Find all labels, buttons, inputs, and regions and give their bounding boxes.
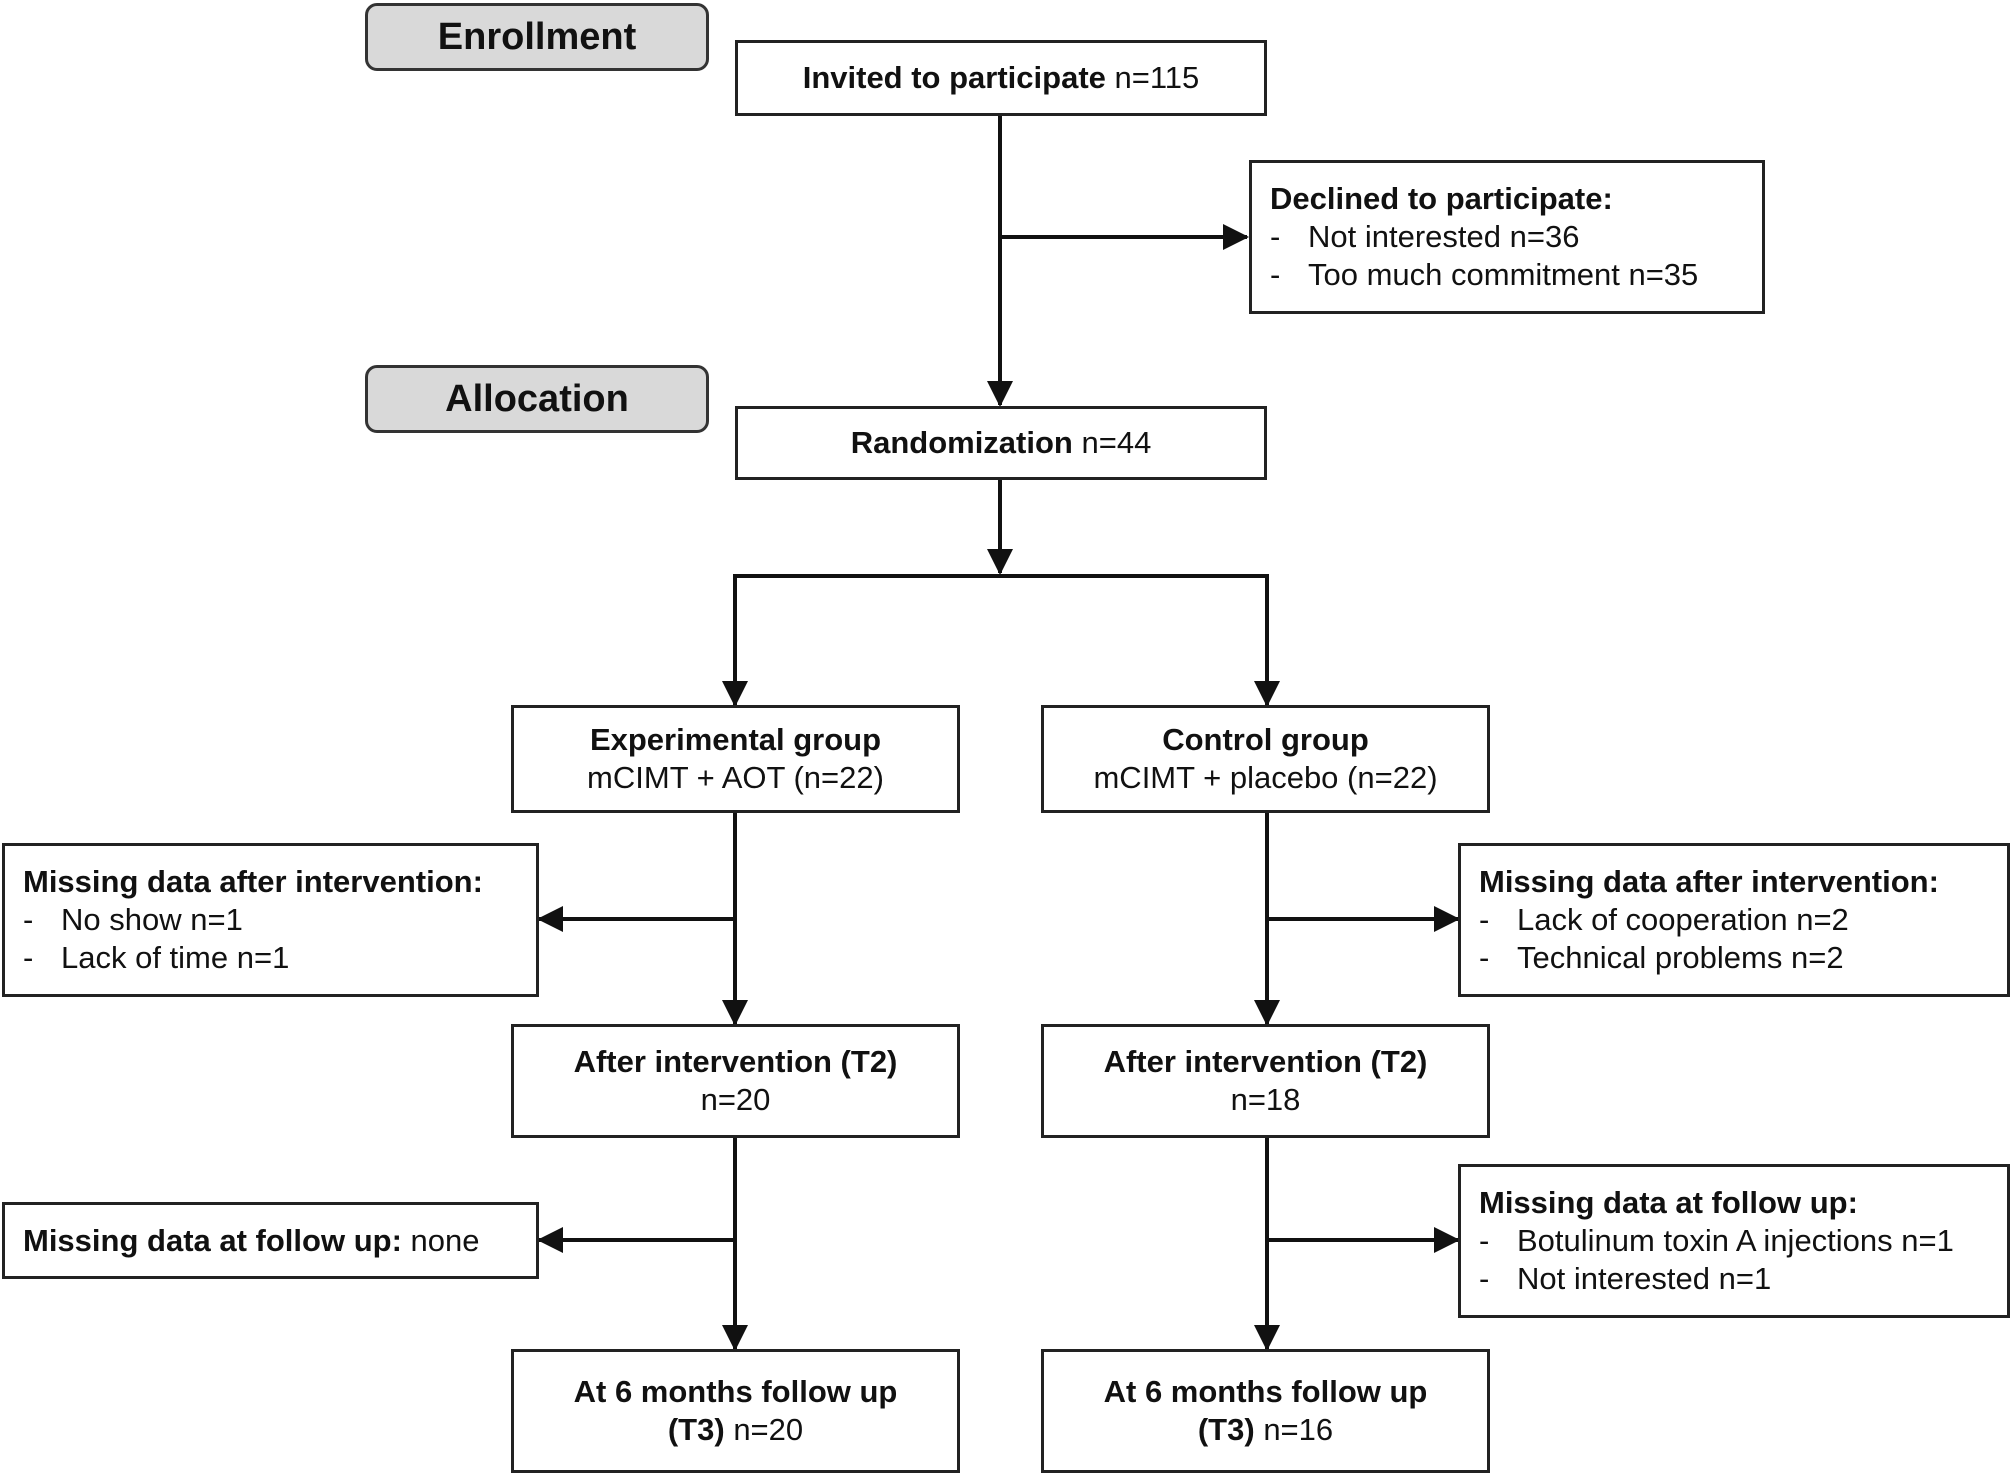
declined-item-n: n=36 (1509, 219, 1580, 254)
experimental-group-title: Experimental group (589, 722, 882, 757)
experimental-group-detail: mCIMT + AOT (n=22) (587, 760, 884, 795)
missing-item-n: n=1 (236, 940, 290, 975)
randomization-n: n=44 (1081, 425, 1152, 460)
experimental-t3-title: At 6 months follow up (573, 1374, 898, 1409)
bullet-dash: - (1479, 940, 1490, 975)
bullet-dash: - (1479, 1223, 1490, 1258)
missing-item-label: No show (61, 902, 182, 937)
randomization-label: Randomization (850, 425, 1073, 460)
bullet-dash: - (23, 940, 34, 975)
control-t2-title: After intervention (T2) (1103, 1044, 1428, 1079)
split-line (733, 574, 1269, 705)
experimental-t2-box: After intervention (T2) n=20 (511, 1024, 960, 1138)
bullet-dash: - (23, 902, 34, 937)
declined-item-label: Too much commitment (1308, 257, 1620, 292)
bullet-dash: - (1479, 902, 1490, 937)
invited-label: Invited to participate (802, 60, 1106, 95)
missing-item: - Lack of time n=1 (23, 939, 536, 977)
missing-item: - Not interested n=1 (1479, 1260, 2007, 1298)
experimental-group-box: Experimental group mCIMT + AOT (n=22) (511, 705, 960, 813)
stage-enrollment: Enrollment (365, 3, 709, 71)
control-missing-follow-box: Missing data at follow up: - Botulinum t… (1458, 1164, 2010, 1318)
experimental-missing-follow-value: none (410, 1222, 480, 1258)
declined-title: Declined to participate: (1270, 181, 1613, 216)
declined-box: Declined to participate: - Not intereste… (1249, 160, 1765, 314)
control-group-box: Control group mCIMT + placebo (n=22) (1041, 705, 1490, 813)
missing-item-n: n=1 (1901, 1223, 1954, 1258)
control-t3-box: At 6 months follow up (T3) n=16 (1041, 1349, 1490, 1473)
experimental-t3-sub: (T3) (667, 1412, 725, 1447)
invited-box: Invited to participate n=115 (735, 40, 1267, 116)
declined-item-label: Not interested (1308, 219, 1501, 254)
experimental-missing-follow-box: Missing data at follow up: none (2, 1202, 539, 1279)
missing-item-label: Technical problems (1517, 940, 1783, 975)
stage-enrollment-label: Enrollment (437, 15, 637, 58)
stage-allocation-label: Allocation (445, 377, 629, 420)
missing-item: - Lack of cooperation n=2 (1479, 901, 2007, 939)
experimental-t3-box: At 6 months follow up (T3) n=20 (511, 1349, 960, 1473)
missing-item-n: n=1 (190, 902, 243, 937)
bullet-dash: - (1270, 219, 1281, 254)
control-t2-n: n=18 (1230, 1082, 1301, 1117)
control-t2-box: After intervention (T2) n=18 (1041, 1024, 1490, 1138)
experimental-t3-n: n=20 (733, 1412, 804, 1447)
control-group-title: Control group (1162, 722, 1369, 757)
stage-allocation: Allocation (365, 365, 709, 433)
control-missing-after-box: Missing data after intervention: - Lack … (1458, 843, 2010, 997)
experimental-missing-follow-title: Missing data at follow up: (23, 1222, 402, 1258)
control-missing-follow-title: Missing data at follow up: (1479, 1185, 1858, 1220)
missing-item: - Botulinum toxin A injections n=1 (1479, 1222, 2007, 1260)
missing-item-label: Not interested (1517, 1261, 1710, 1296)
missing-item: - No show n=1 (23, 901, 536, 939)
declined-item: - Not interested n=36 (1270, 218, 1762, 256)
control-t3-title: At 6 months follow up (1103, 1374, 1428, 1409)
experimental-t2-title: After intervention (T2) (573, 1044, 898, 1079)
control-missing-after-title: Missing data after intervention: (1479, 864, 1939, 899)
experimental-t2-n: n=20 (700, 1082, 771, 1117)
bullet-dash: - (1479, 1261, 1490, 1296)
missing-item-label: Botulinum toxin A injections (1517, 1223, 1893, 1258)
randomization-box: Randomization n=44 (735, 406, 1267, 480)
missing-item-label: Lack of cooperation (1517, 902, 1788, 937)
missing-item-n: n=2 (1796, 902, 1849, 937)
control-t3-sub: (T3) (1197, 1412, 1255, 1447)
bullet-dash: - (1270, 257, 1281, 292)
invited-n: n=115 (1114, 60, 1200, 95)
experimental-missing-after-title: Missing data after intervention: (23, 864, 483, 899)
missing-item-n: n=1 (1718, 1261, 1772, 1296)
missing-item-n: n=2 (1790, 940, 1844, 975)
control-group-detail: mCIMT + placebo (n=22) (1093, 760, 1438, 795)
control-t3-n: n=16 (1263, 1412, 1334, 1447)
declined-item-n: n=35 (1628, 257, 1699, 292)
experimental-missing-after-box: Missing data after intervention: - No sh… (2, 843, 539, 997)
declined-item: - Too much commitment n=35 (1270, 256, 1762, 294)
missing-item: - Technical problems n=2 (1479, 939, 2007, 977)
missing-item-label: Lack of time (61, 940, 229, 975)
